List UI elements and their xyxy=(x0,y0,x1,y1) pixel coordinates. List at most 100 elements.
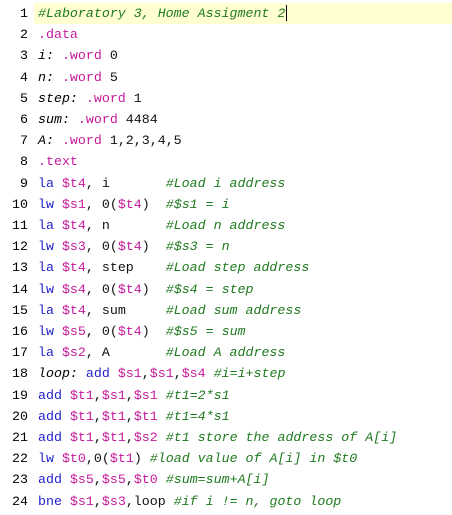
token-cmt: #$s4 = step xyxy=(165,281,254,297)
token-reg: $t1 xyxy=(133,408,158,424)
token-reg: $t1 xyxy=(101,430,126,445)
token-plain xyxy=(54,176,62,191)
line-number: 22 xyxy=(12,451,28,467)
code-row[interactable]: 2.data xyxy=(0,24,452,45)
code-line-text[interactable]: lw $s4, 0($t4) #$s4 = step xyxy=(34,279,452,300)
line-number: 17 xyxy=(12,345,28,361)
line-number: 11 xyxy=(12,218,28,234)
token-plain: , 0( xyxy=(85,196,118,212)
code-line-text[interactable]: lw $t0,0($t1) #load value of A[i] in $t0 xyxy=(34,448,452,469)
token-plain: ,loop xyxy=(125,493,174,509)
line-number: 5 xyxy=(20,90,28,106)
code-line-text[interactable]: step: .word 1 xyxy=(34,88,452,109)
token-cmt: #$s1 = i xyxy=(165,196,230,212)
token-plain: , xyxy=(93,387,102,403)
token-plain: , i xyxy=(85,175,166,191)
token-reg: $t4 xyxy=(117,196,142,212)
token-plain: 1,2,3,4,5 xyxy=(101,133,182,149)
token-plain: , n xyxy=(85,218,166,233)
code-line-text[interactable]: add $s5,$s5,$t0 #sum=sum+A[i] xyxy=(34,469,452,490)
token-reg: $t4 xyxy=(117,239,142,255)
text-caret xyxy=(286,5,288,22)
code-line-text[interactable]: la $s2, A #Load A address xyxy=(34,342,452,363)
code-line-text[interactable]: lw $s5, 0($t4) #$s5 = sum xyxy=(34,321,452,342)
token-kw: lw xyxy=(38,281,54,297)
line-number: 10 xyxy=(12,196,28,212)
token-dir: .word xyxy=(61,69,102,85)
token-cmt: #sum=sum+A[i] xyxy=(165,472,270,488)
code-area[interactable] xyxy=(34,0,452,515)
code-row[interactable]: 10 lw $s1, 0($t4) #$s1 = i xyxy=(0,194,452,215)
line-number-gutter xyxy=(0,0,34,515)
code-line-text[interactable]: .text xyxy=(34,151,452,172)
code-line-text[interactable]: .data xyxy=(34,24,452,45)
token-plain: , xyxy=(173,366,182,382)
token-plain xyxy=(54,70,62,85)
token-reg: $t0 xyxy=(61,451,86,467)
token-kw: bne xyxy=(38,493,62,509)
token-reg: $t0 xyxy=(133,472,158,488)
code-line-text[interactable]: i: .word 0 xyxy=(34,45,452,66)
token-plain xyxy=(70,112,78,127)
code-row[interactable]: 17 la $s2, A #Load A address xyxy=(0,342,452,363)
token-reg: $s5 xyxy=(69,472,94,488)
code-line-text[interactable]: n: .word 5 xyxy=(34,67,452,88)
code-line-text[interactable]: la $t4, step #Load step address xyxy=(34,257,452,278)
token-dir: .word xyxy=(85,90,126,106)
code-row[interactable]: 1#Laboratory 3, Home Assigment 2 xyxy=(0,3,452,25)
code-row[interactable]: 8.text xyxy=(0,151,452,172)
code-line-text[interactable]: la $t4, n #Load n address xyxy=(34,215,452,236)
token-reg: $s1 xyxy=(133,387,158,403)
code-line-text[interactable]: add $t1,$s1,$s1 #t1=2*s1 xyxy=(34,385,452,406)
token-cmt: #Load sum address xyxy=(165,302,302,318)
code-row[interactable]: 5 step: .word 1 xyxy=(0,88,452,109)
code-line-text[interactable]: la $t4, sum #Load sum address xyxy=(34,300,452,321)
token-dir: .word xyxy=(61,133,102,149)
code-row[interactable]: 22 lw $t0,0($t1) #load value of A[i] in $… xyxy=(0,448,452,469)
code-line-text[interactable]: add $t1,$t1,$t1 #t1=4*s1 xyxy=(34,406,452,427)
token-reg: $t1 xyxy=(109,451,134,467)
token-kw: add xyxy=(85,366,110,382)
token-plain: ) xyxy=(141,324,166,339)
token-reg: $s1 xyxy=(101,387,126,403)
token-plain: , xyxy=(125,408,134,424)
token-reg: $t4 xyxy=(61,302,86,318)
code-line-text[interactable]: sum: .word 4484 xyxy=(34,109,452,130)
code-line-text[interactable]: #Laboratory 3, Home Assigment 2 xyxy=(34,3,452,25)
token-lbl: i: xyxy=(38,48,54,64)
token-reg: $t1 xyxy=(101,408,126,424)
token-kw: add xyxy=(38,387,62,403)
token-plain: , step xyxy=(85,260,166,276)
code-line-text[interactable]: la $t4, i #Load i address xyxy=(34,173,452,194)
token-cmt: #Load i address xyxy=(165,175,286,191)
code-line-text[interactable]: bne $s1,$s3,loop #if i != n, goto loop xyxy=(34,491,452,512)
token-reg: $t1 xyxy=(69,408,94,424)
token-reg: $s2 xyxy=(133,430,158,445)
token-reg: $s1 xyxy=(117,366,142,382)
code-line-text[interactable]: loop: add $s1,$s1,$s4 #i=i+step xyxy=(34,363,452,384)
token-plain xyxy=(158,409,166,424)
code-line-text[interactable]: A: .word 1,2,3,4,5 xyxy=(34,130,452,151)
code-row[interactable]: 11 la $t4, n #Load n address xyxy=(0,215,452,236)
code-line-text[interactable]: lw $s1, 0($t4) #$s1 = i xyxy=(34,194,452,215)
code-line-text[interactable]: add $t1,$t1,$s2 #t1 store the address of… xyxy=(34,427,452,448)
token-reg: $t4 xyxy=(117,324,142,339)
code-line-text[interactable]: lw $s3, 0($t4) #$s3 = n xyxy=(34,236,452,257)
